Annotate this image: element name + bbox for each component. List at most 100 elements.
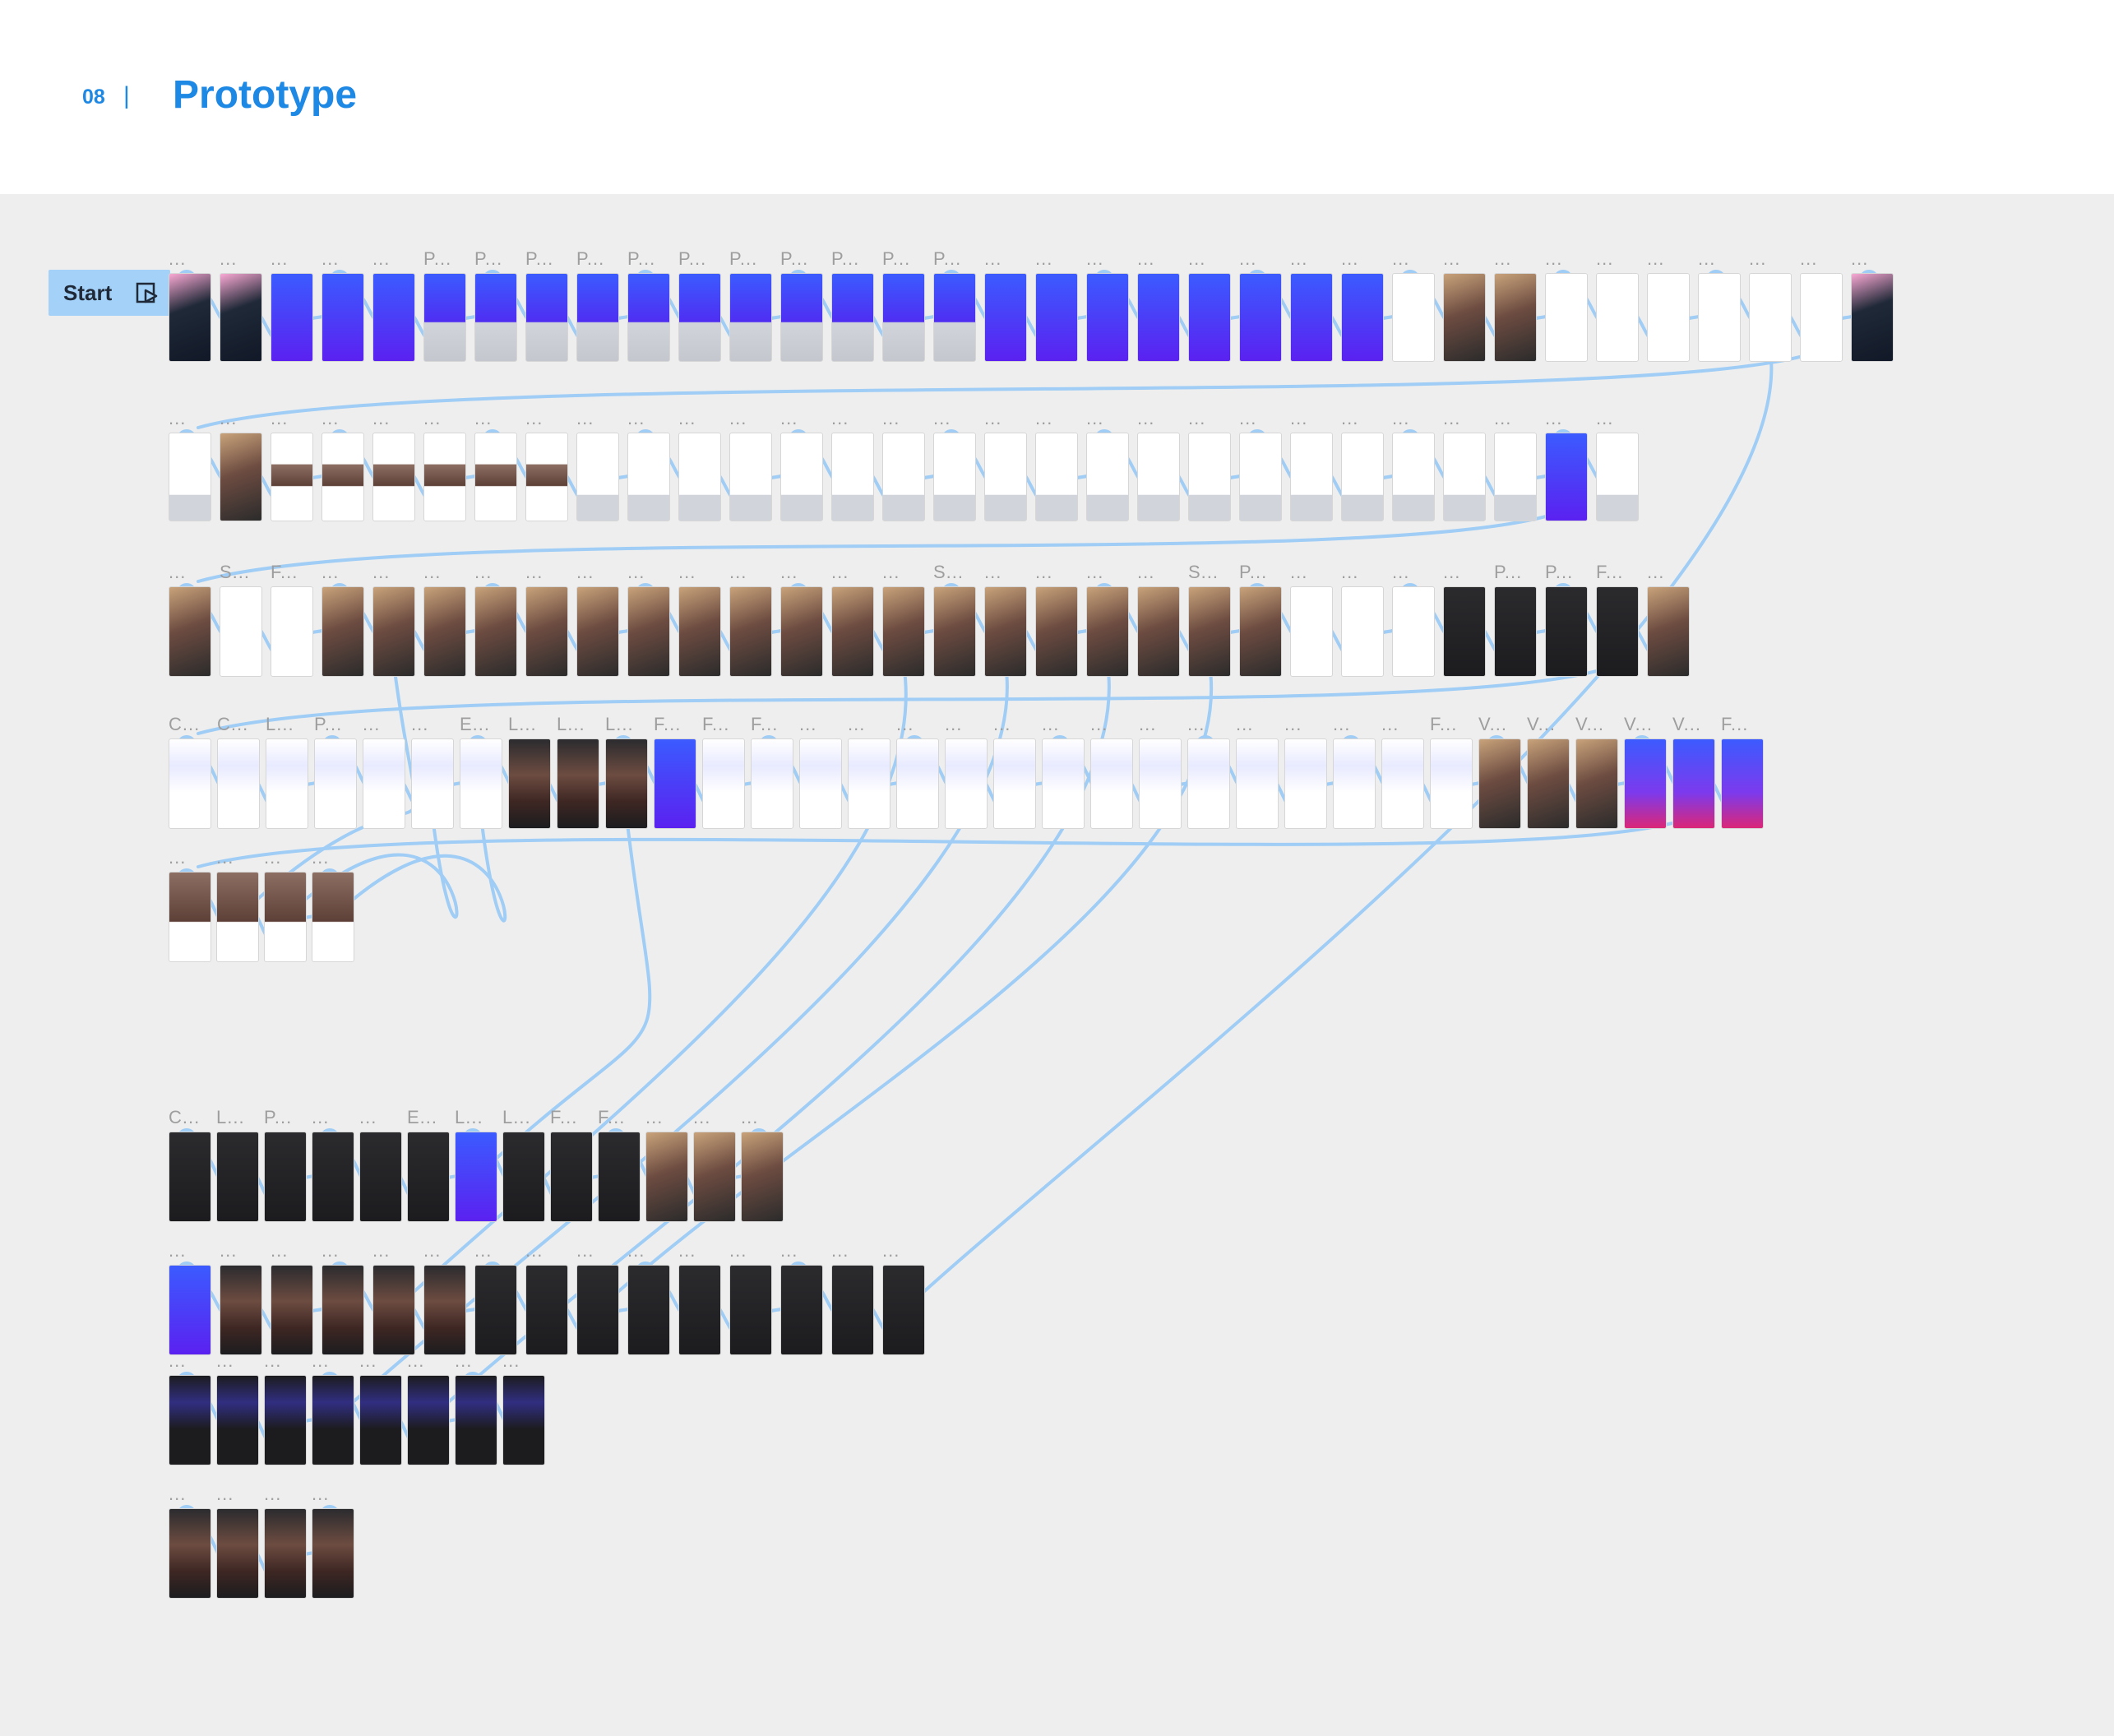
prototype-frame[interactable] [1188,586,1231,677]
prototype-frame[interactable] [271,273,313,362]
prototype-frame[interactable] [896,738,939,829]
frame-label[interactable]: ... [271,408,289,428]
frame-label[interactable]: ... [372,1240,391,1261]
prototype-frame[interactable] [729,273,772,362]
frame-label[interactable]: ... [1290,562,1308,582]
frame-label[interactable]: ... [1381,714,1399,734]
prototype-frame[interactable] [1035,586,1078,677]
prototype-frame[interactable] [576,1265,619,1355]
frame-label[interactable]: ... [474,408,493,428]
frame-label[interactable]: L... [605,714,634,734]
prototype-frame[interactable] [169,586,211,677]
prototype-frame[interactable] [751,738,793,829]
prototype-frame[interactable] [1698,273,1741,362]
prototype-frame[interactable] [1086,586,1129,677]
frame-label[interactable]: P... [1494,562,1523,582]
prototype-frame[interactable] [1341,433,1384,521]
prototype-frame[interactable] [984,273,1027,362]
prototype-frame[interactable] [848,738,890,829]
prototype-frame[interactable] [1596,273,1639,362]
frame-label[interactable]: ... [1443,248,1461,269]
prototype-frame[interactable] [984,586,1027,677]
frame-label[interactable]: ... [169,847,187,868]
frame-label[interactable]: ... [502,1350,520,1371]
frame-label[interactable]: ... [1647,562,1665,582]
frame-label[interactable]: P... [1545,562,1574,582]
frame-label[interactable]: ... [729,408,747,428]
frame-label[interactable]: ... [984,562,1002,582]
frame-label[interactable]: C... [217,714,249,734]
frame-label[interactable]: ... [1341,408,1359,428]
frame-label[interactable]: E... [407,1107,438,1127]
frame-label[interactable]: ... [678,408,696,428]
prototype-frame[interactable] [1647,586,1690,677]
prototype-frame[interactable] [1443,433,1486,521]
frame-label[interactable]: ... [1851,248,1869,269]
frame-label[interactable]: ... [1187,714,1205,734]
frame-label[interactable]: S... [933,562,964,582]
prototype-frame[interactable] [678,1265,721,1355]
prototype-frame[interactable] [729,1265,772,1355]
frame-label[interactable]: ... [799,714,817,734]
prototype-frame[interactable] [1381,738,1424,829]
frame-label[interactable]: ... [271,1240,289,1261]
frame-label[interactable]: ... [1137,408,1155,428]
frame-label[interactable]: S... [220,562,251,582]
frame-label[interactable]: P... [264,1107,293,1127]
prototype-frame[interactable] [1672,738,1715,829]
prototype-frame[interactable] [502,1375,545,1465]
prototype-frame[interactable] [264,1375,307,1465]
prototype-frame[interactable] [1443,273,1486,362]
prototype-frame[interactable] [678,586,721,677]
frame-label[interactable]: L... [455,1107,483,1127]
frame-label[interactable]: P... [314,714,343,734]
prototype-frame[interactable] [312,1132,354,1222]
prototype-frame[interactable] [678,273,721,362]
prototype-frame[interactable] [321,273,364,362]
prototype-frame[interactable] [455,1375,497,1465]
frame-label[interactable]: ... [321,562,340,582]
prototype-frame[interactable] [525,433,568,521]
frame-label[interactable]: ... [312,1107,330,1127]
prototype-frame[interactable] [363,738,405,829]
prototype-frame[interactable] [780,273,823,362]
prototype-frame[interactable] [217,738,260,829]
frame-label[interactable]: P... [933,248,962,269]
frame-label[interactable]: ... [831,562,849,582]
frame-label[interactable]: ... [1290,408,1308,428]
frame-label[interactable]: ... [1443,562,1461,582]
frame-label[interactable]: ... [1596,408,1614,428]
prototype-frame[interactable] [702,738,745,829]
frame-label[interactable]: ... [321,248,340,269]
prototype-frame[interactable] [1188,433,1231,521]
prototype-frame[interactable] [423,273,466,362]
frame-label[interactable]: ... [216,847,234,868]
prototype-frame[interactable] [312,1375,354,1465]
prototype-frame[interactable] [598,1132,641,1222]
frame-label[interactable]: E... [460,714,491,734]
frame-label[interactable]: ... [993,714,1011,734]
frame-label[interactable]: ... [848,714,866,734]
prototype-frame[interactable] [780,1265,823,1355]
frame-label[interactable]: ... [474,562,493,582]
prototype-frame[interactable] [220,1265,262,1355]
frame-label[interactable]: P... [1239,562,1268,582]
frame-label[interactable]: ... [169,1350,187,1371]
frame-label[interactable]: ... [1188,408,1206,428]
frame-label[interactable]: ... [321,408,340,428]
frame-label[interactable]: ... [1392,562,1410,582]
frame-label[interactable]: L... [266,714,294,734]
prototype-frame[interactable] [169,1132,211,1222]
prototype-frame[interactable] [216,1508,259,1599]
prototype-frame[interactable] [474,1265,517,1355]
prototype-frame[interactable] [882,586,925,677]
prototype-frame[interactable] [1137,586,1180,677]
frame-label[interactable]: ... [780,1240,798,1261]
prototype-frame[interactable] [831,433,874,521]
prototype-frame[interactable] [576,273,619,362]
frame-label[interactable]: ... [1494,248,1512,269]
frame-label[interactable]: ... [1284,714,1302,734]
prototype-frame[interactable] [220,273,262,362]
prototype-frame[interactable] [423,586,466,677]
frame-label[interactable]: ... [627,408,645,428]
